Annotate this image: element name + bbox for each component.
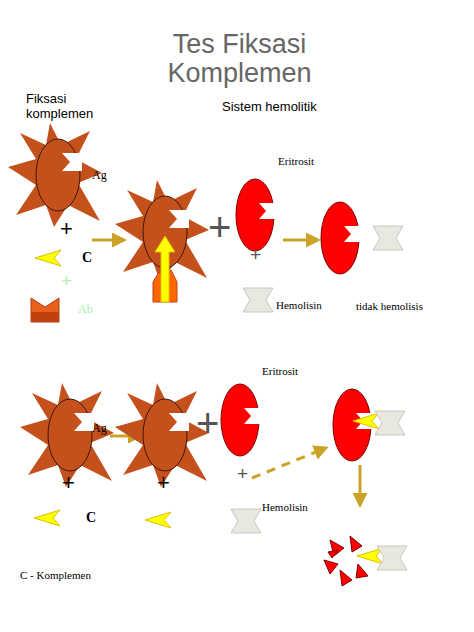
bound-complement (155, 236, 175, 302)
arrow (252, 448, 326, 478)
complement-symbol (353, 413, 379, 429)
erythrocyte-body (221, 384, 259, 456)
plus-sign: + (61, 270, 81, 292)
labelled-shape: Ag (10, 125, 120, 230)
shape-label: Ag (92, 422, 107, 435)
erythrocyte-body (236, 179, 274, 251)
antigen-body (48, 399, 92, 471)
complement-symbol (145, 512, 171, 528)
erythrocyte-site (244, 408, 260, 424)
key-note: C - Komplemen (20, 569, 140, 582)
labelled-shape: Eritrosit (218, 362, 303, 462)
arrow (283, 239, 318, 242)
shape-label: Eritrosit (262, 365, 298, 377)
erythrocyte-body (321, 202, 359, 274)
section-heading: Sistem hemolitik (222, 100, 352, 115)
plus-sign: + (250, 244, 270, 266)
labelled-shape: C (30, 506, 105, 530)
antigen-body (36, 139, 80, 211)
plus-sign: + (62, 470, 82, 495)
labelled-shape: Ab (28, 296, 108, 324)
antigen-site (169, 210, 189, 228)
labelled-shape: Hemolisin (240, 285, 340, 317)
erythrocyte-site (259, 203, 275, 219)
plus-sign: + (157, 470, 177, 495)
hemolysin-symbol (231, 509, 261, 533)
erythrocyte-fragment (324, 560, 338, 574)
antigen-body (143, 399, 187, 471)
plus-sign: + (60, 216, 80, 241)
erythrocyte-site (344, 226, 360, 242)
shape-label: Hemolisin (276, 299, 322, 311)
plus-sign: + (196, 400, 230, 446)
section-heading: Fiksasi komplemen (26, 92, 106, 122)
erythrocyte-fragment (328, 550, 338, 558)
labelled-shape: C (30, 246, 100, 270)
complement-symbol (35, 250, 61, 266)
hemolysin-symbol (377, 546, 407, 570)
labelled-shape: Eritrosit (230, 152, 315, 252)
hemolysin-symbol (373, 226, 403, 250)
shape-label: Hemolisin (262, 501, 308, 513)
shape-label: C (82, 250, 92, 265)
arrow (359, 465, 362, 505)
erythrocyte-fragment (356, 564, 368, 578)
antigen-site (74, 413, 94, 431)
plus-sign: + (208, 204, 242, 250)
erythrocyte-fragment (350, 536, 362, 552)
plus-sign: + (237, 463, 257, 485)
shape-label: Eritrosit (278, 155, 314, 167)
antigen-spikes (8, 123, 102, 227)
shape-label: C (86, 510, 96, 525)
arrow (92, 239, 124, 242)
antigen-site (169, 413, 189, 431)
shape-label: Ag (92, 169, 107, 182)
shape-label: Ab (78, 303, 93, 316)
antigen-site (62, 153, 82, 171)
result-note: tidak hemolisis (356, 300, 456, 313)
hemolysin-symbol (375, 411, 405, 435)
antibody-shade (31, 312, 59, 322)
shape-outline (28, 296, 108, 324)
antibody-symbol (31, 298, 59, 322)
diagram-title: Tes Fiksasi Komplemen (137, 30, 342, 88)
hemolysin-symbol (243, 288, 273, 312)
erythrocyte-fragment (340, 570, 352, 586)
labelled-shape: Hemolisin (228, 495, 328, 535)
complement-symbol (34, 510, 60, 526)
